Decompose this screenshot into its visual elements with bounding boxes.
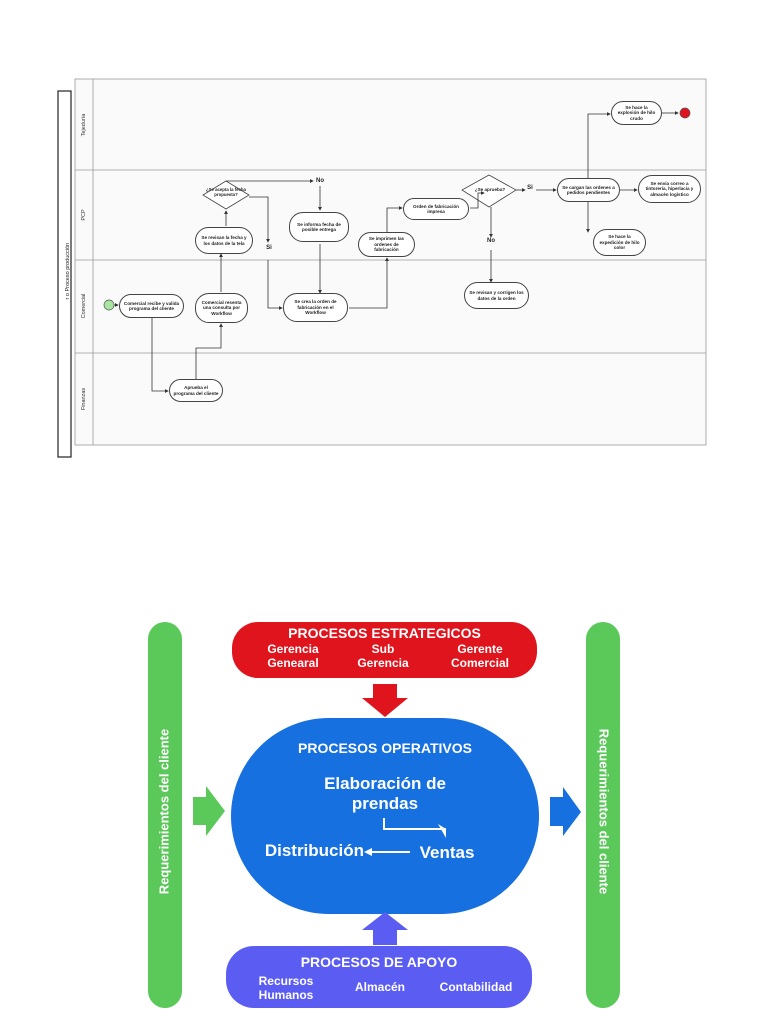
operative-oval xyxy=(231,718,539,914)
support-item-almacen: Almacén xyxy=(354,980,406,994)
node-informa-fecha: Se informa fecha de posible entrega xyxy=(289,212,349,242)
node-explosion-crudo: Se hace la explosión de hilo crudo xyxy=(611,101,662,125)
node-cargan-ordenes: Se cargan las ordenes a pedidos pendient… xyxy=(557,178,620,202)
support-item-contabilidad: Contabilidad xyxy=(439,980,513,994)
elaboracion-to-ventas-connector xyxy=(383,818,446,830)
lane-comercial: Comercial xyxy=(81,293,87,319)
lane-tejeduria: Tejeduría xyxy=(81,113,87,137)
strategic-arrow-icon xyxy=(362,684,408,717)
lane-finanzas: Finanzas xyxy=(81,387,87,411)
node-comercial-recibe: Comercial recibe y valida programa del c… xyxy=(119,294,184,318)
operative-title: PROCESOS OPERATIVOS xyxy=(298,740,472,756)
node-envia-correo: Se envia correo a tintorería, hiperlacia… xyxy=(638,175,701,203)
label-no-1: No xyxy=(316,178,324,184)
decision-fecha xyxy=(202,180,250,210)
decision-aprueba xyxy=(461,174,517,208)
side-label-right: Requerimientos del cliente xyxy=(596,728,612,895)
decision-fecha-label: ¿Se acepta la fecha propuesta? xyxy=(206,187,246,197)
operative-item-distribucion: Distribución xyxy=(264,841,364,860)
node-orden-impresa: Orden de fabricación impresa xyxy=(403,198,469,220)
left-input-arrow-icon xyxy=(193,786,225,836)
strategic-item-sub-gerencia: Sub Gerencia xyxy=(357,642,409,670)
strategic-item-gerencia-general: Gerencia Genearal xyxy=(267,642,319,670)
end-event xyxy=(679,107,691,119)
title-frame xyxy=(57,90,72,458)
title-prefix: r o xyxy=(64,293,71,300)
node-aprueba-programa: Aprueba el programa del cliente xyxy=(169,379,223,402)
support-arrow-icon xyxy=(362,912,408,945)
node-revisan-fecha: Se revisan la fecha y los datos de la te… xyxy=(195,227,253,254)
left-side-bar xyxy=(148,622,182,1008)
label-si-1: Si xyxy=(266,245,272,251)
node-revisan-corrigen: Se revisan y corrigen los datos de la or… xyxy=(464,282,529,309)
strategic-title: PROCESOS ESTRATEGICOS xyxy=(288,625,481,641)
right-side-bar xyxy=(586,622,620,1008)
process-map-shapes xyxy=(148,622,620,1008)
right-output-arrow-icon xyxy=(550,787,581,836)
diagram-title: r o Proceso producción xyxy=(65,231,71,311)
strategic-item-gerente-comercial: Gerente Comercial xyxy=(450,642,510,670)
strategic-band xyxy=(232,622,537,678)
title-text: Proceso producción xyxy=(64,242,71,292)
label-si-2: Si xyxy=(527,185,533,191)
support-title: PROCESOS DE APOYO xyxy=(300,954,458,970)
decision-aprueba-label: ¿Se aprueba? xyxy=(474,187,506,192)
operative-item-ventas: Ventas xyxy=(419,843,475,862)
lane-pcp: PCP xyxy=(81,209,87,221)
support-item-rrhh: Recursos Humanos xyxy=(258,974,314,1002)
node-comercial-resenta: Comercial resenta una consulta por Workf… xyxy=(195,293,248,323)
operative-item-elaboracion: Elaboración de prendas xyxy=(324,774,446,813)
node-imprimen: Se imprimen las ordenes de fabricación xyxy=(358,232,415,257)
support-band xyxy=(226,946,532,1008)
node-crea-orden: Se crea la orden de fabricación en el Wo… xyxy=(283,293,348,322)
label-no-2: No xyxy=(487,238,495,244)
ventas-to-distribucion-arrow-icon xyxy=(364,848,372,856)
node-expedicion-color: Se hace la expedición de hilo color xyxy=(593,229,646,256)
side-label-left: Requerimientos del cliente xyxy=(156,728,172,895)
start-event xyxy=(103,299,115,311)
